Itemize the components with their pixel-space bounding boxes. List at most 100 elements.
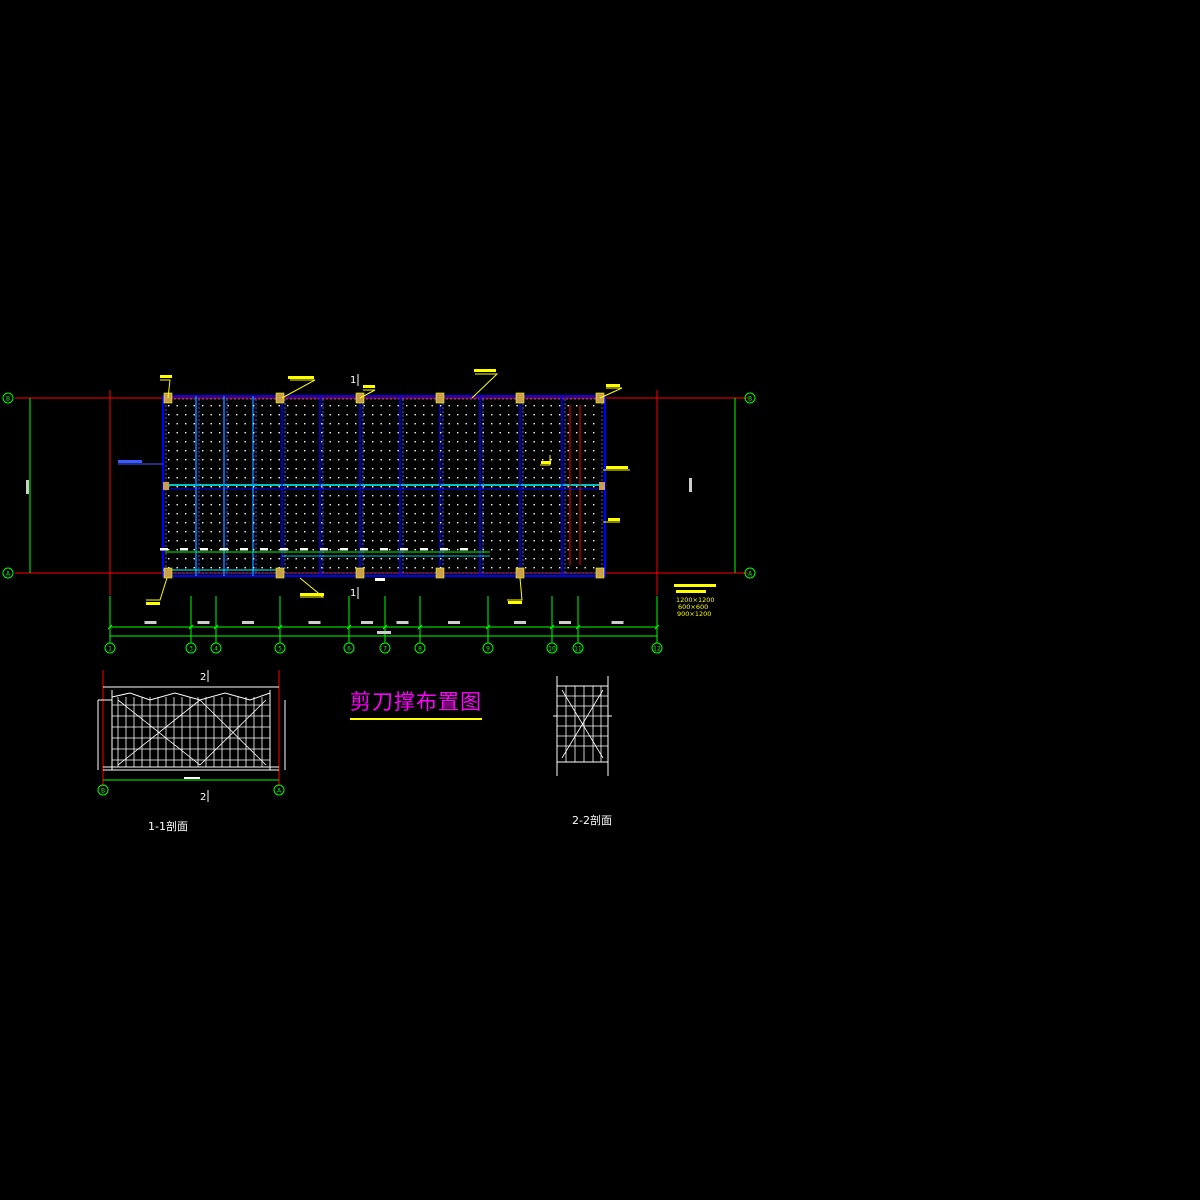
node-point [423, 531, 425, 533]
node-point [499, 522, 501, 524]
node-point [567, 558, 569, 560]
node-point [287, 558, 289, 560]
node-point [253, 531, 255, 533]
node-point [227, 423, 229, 425]
node-point [584, 558, 586, 560]
node-point [457, 540, 459, 542]
node-point [261, 414, 263, 416]
node-point [516, 486, 518, 488]
node-point [576, 477, 578, 479]
dimension-text [611, 621, 624, 624]
node-point [593, 567, 595, 569]
node-point [406, 522, 408, 524]
node-point [457, 450, 459, 452]
node-point [295, 450, 297, 452]
node-point [236, 468, 238, 470]
node-point [372, 441, 374, 443]
node-point [210, 405, 212, 407]
node-point [193, 540, 195, 542]
node-point [372, 486, 374, 488]
node-point [567, 513, 569, 515]
node-point [287, 567, 289, 569]
axis-bubble-label: 3 [189, 646, 193, 653]
node-point [550, 540, 552, 542]
node-point [329, 540, 331, 542]
node-point [236, 549, 238, 551]
node-point [491, 513, 493, 515]
node-point [389, 405, 391, 407]
node-point [244, 414, 246, 416]
node-point [533, 558, 535, 560]
node-point [397, 540, 399, 542]
node-point [474, 432, 476, 434]
node-point [457, 522, 459, 524]
node-point [542, 513, 544, 515]
node-point [338, 468, 340, 470]
node-point [176, 450, 178, 452]
node-point [593, 522, 595, 524]
node-point [431, 432, 433, 434]
axis-bubble-circle [482, 642, 494, 654]
node-point [499, 468, 501, 470]
node-point [448, 432, 450, 434]
dimension-text [396, 621, 409, 624]
node-point [431, 441, 433, 443]
node-point [295, 495, 297, 497]
node-point [389, 486, 391, 488]
node-point [244, 450, 246, 452]
node-point [482, 486, 484, 488]
node-point [278, 531, 280, 533]
node-point [338, 432, 340, 434]
node-point [533, 450, 535, 452]
node-point [397, 567, 399, 569]
node-point [270, 468, 272, 470]
node-point [176, 441, 178, 443]
node-point [508, 504, 510, 506]
node-point [584, 504, 586, 506]
node-point [474, 423, 476, 425]
node-point [499, 540, 501, 542]
node-point [363, 486, 365, 488]
node-point [516, 522, 518, 524]
node-point [559, 486, 561, 488]
node-point [576, 495, 578, 497]
node-point [219, 405, 221, 407]
node-point [465, 522, 467, 524]
node-point [448, 540, 450, 542]
node-point [431, 423, 433, 425]
node-point [550, 549, 552, 551]
node-point [227, 549, 229, 551]
node-point [431, 450, 433, 452]
node-point [338, 450, 340, 452]
node-point [363, 540, 365, 542]
node-point [210, 441, 212, 443]
node-point [448, 441, 450, 443]
node-point [465, 432, 467, 434]
node-point [431, 558, 433, 560]
axis-bubble-circle [414, 642, 426, 654]
section-1-brace [117, 699, 201, 766]
node-point [270, 414, 272, 416]
node-point [482, 549, 484, 551]
node-point [550, 423, 552, 425]
node-point [244, 468, 246, 470]
node-point [168, 432, 170, 434]
node-point [457, 486, 459, 488]
node-point [295, 540, 297, 542]
node-point [457, 567, 459, 569]
axis-bubble-6: 6 [343, 640, 355, 654]
node-point [185, 432, 187, 434]
dimension-tick-slash [107, 624, 113, 630]
strip-label [240, 548, 248, 551]
node-point [236, 477, 238, 479]
node-point [508, 567, 510, 569]
node-point [236, 513, 238, 515]
node-point [219, 477, 221, 479]
node-point [363, 531, 365, 533]
axis-bubble-label: 8 [418, 646, 422, 653]
axis-bubble-a-right: A [744, 567, 756, 579]
node-point [372, 531, 374, 533]
node-point [474, 549, 476, 551]
node-point [244, 405, 246, 407]
node-point [312, 405, 314, 407]
